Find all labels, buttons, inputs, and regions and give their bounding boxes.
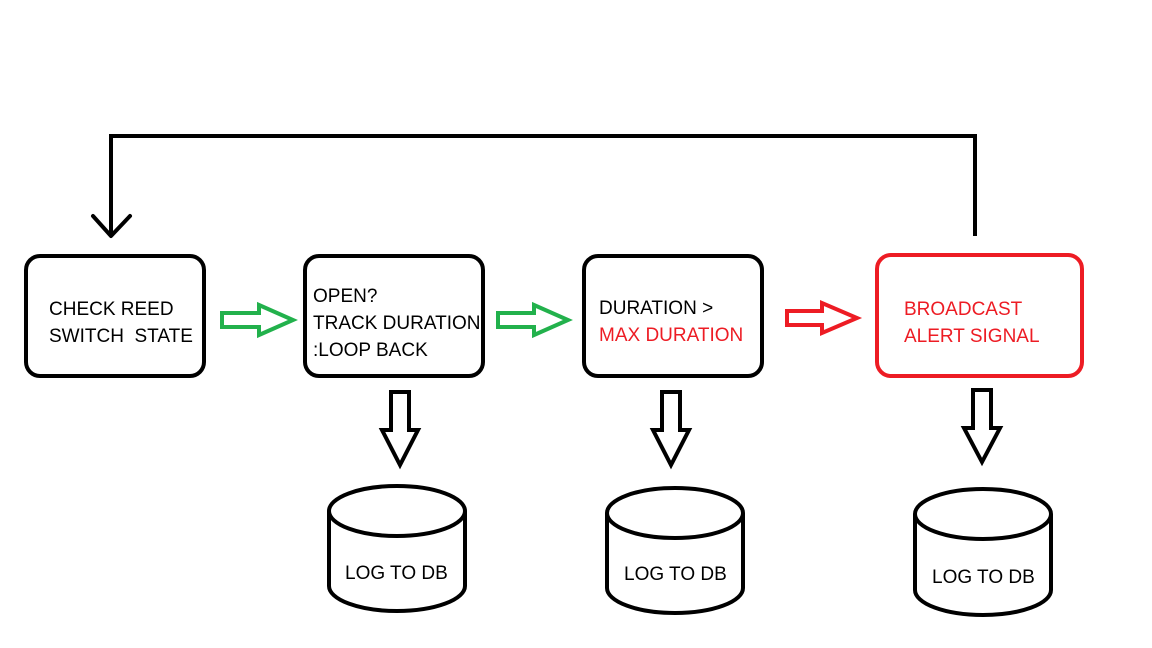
log-arrow-1-icon bbox=[378, 390, 422, 470]
broadcast-alert-box bbox=[875, 253, 1084, 378]
alert-arrow-icon bbox=[785, 299, 863, 337]
flow-arrow-1-icon bbox=[220, 301, 298, 339]
track-duration-line-2: TRACK DURATION bbox=[313, 313, 480, 334]
check-switch-text: CHECK REED SWITCH STATE bbox=[49, 299, 193, 347]
max-duration-line-1: DURATION > bbox=[599, 298, 713, 319]
max-duration-line-2: MAX DURATION bbox=[599, 325, 743, 346]
database-1-icon bbox=[327, 484, 467, 613]
track-duration-line-1: OPEN? bbox=[313, 286, 377, 307]
max-duration-box bbox=[582, 254, 764, 378]
track-duration-box bbox=[303, 254, 485, 378]
flow-arrow-2-icon bbox=[496, 301, 573, 339]
log-arrow-2-icon bbox=[649, 390, 693, 470]
track-duration-text: OPEN? TRACK DURATION :LOOP BACK bbox=[313, 286, 486, 361]
log-arrow-3-icon bbox=[960, 388, 1004, 467]
broadcast-alert-text: BROADCAST ALERT SIGNAL bbox=[904, 299, 1040, 347]
max-duration-text: DURATION > MAX DURATION bbox=[599, 298, 743, 346]
loop-arrowhead-icon bbox=[91, 214, 132, 238]
check-switch-line-2: SWITCH STATE bbox=[49, 326, 193, 347]
database-3-icon bbox=[913, 487, 1053, 617]
loop-back-connector bbox=[91, 134, 977, 238]
database-2-icon bbox=[605, 486, 745, 615]
database-3-label: LOG TO DB bbox=[932, 567, 1035, 588]
check-switch-box bbox=[24, 254, 206, 378]
broadcast-alert-line-1: BROADCAST bbox=[904, 299, 1023, 320]
check-switch-line-1: CHECK REED bbox=[49, 299, 174, 320]
broadcast-alert-line-2: ALERT SIGNAL bbox=[904, 326, 1040, 347]
database-2-label: LOG TO DB bbox=[624, 564, 727, 585]
database-1-label: LOG TO DB bbox=[345, 563, 448, 584]
track-duration-line-3: :LOOP BACK bbox=[313, 340, 428, 361]
